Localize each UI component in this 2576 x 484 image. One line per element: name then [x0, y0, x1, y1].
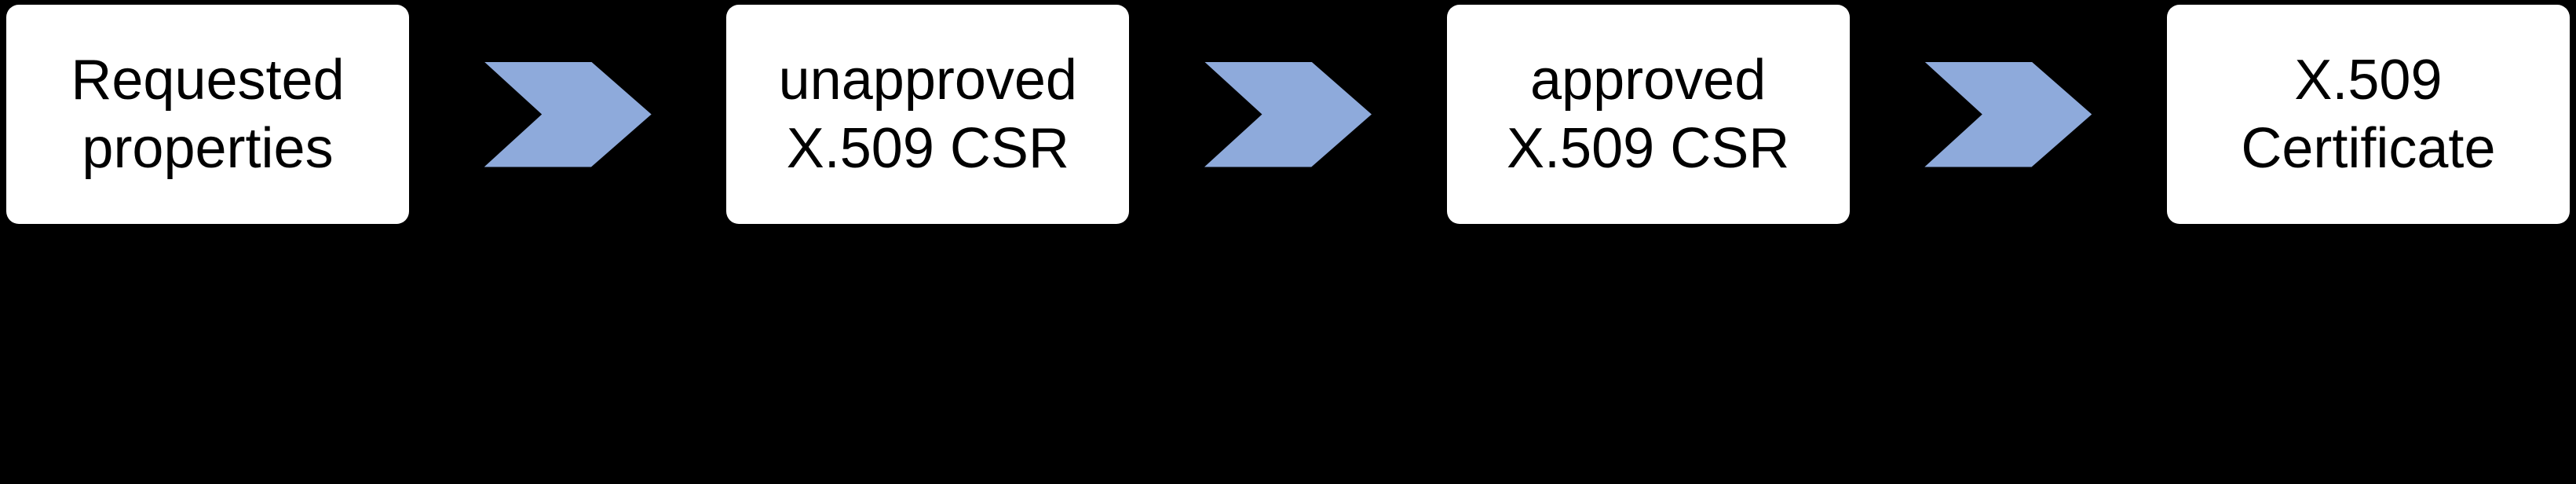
chevron-right-icon-3 [1924, 61, 2092, 167]
chevron-right-icon-1 [484, 61, 652, 167]
chevron-right-icon-2 [1204, 61, 1372, 167]
flow-row: Requested properties unapproved X.509 CS… [6, 5, 2570, 224]
stage-approved-x509-csr: approved X.509 CSR [1446, 5, 1850, 224]
stage-unapproved-x509-csr: unapproved X.509 CSR [726, 5, 1130, 224]
stage-requested-properties: Requested properties [6, 5, 409, 224]
stage-x509-certificate: X.509 Certificate [2166, 5, 2570, 224]
